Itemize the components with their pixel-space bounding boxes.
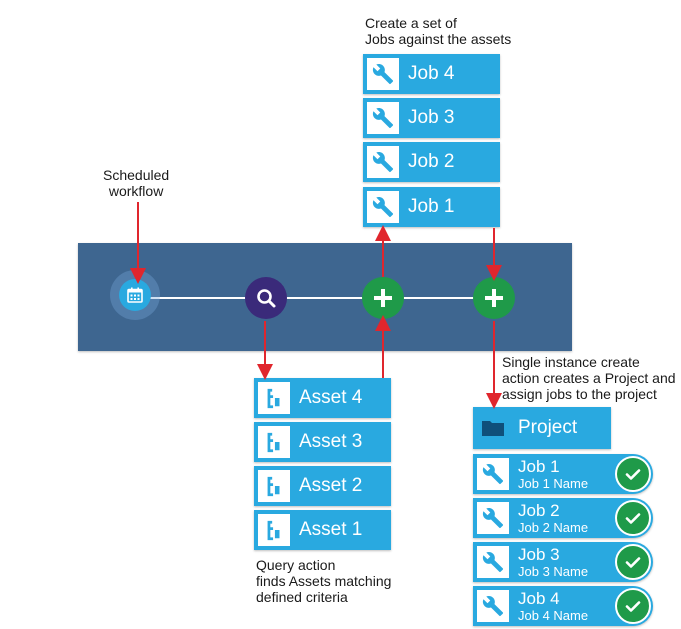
plus-icon bbox=[374, 289, 392, 307]
project-job-text: Job 1 Job 1 Name bbox=[518, 458, 588, 490]
project-job-text: Job 3 Job 3 Name bbox=[518, 546, 588, 578]
query-note-line-1: Query action bbox=[256, 557, 336, 573]
job-card[interactable]: Job 2 bbox=[363, 142, 500, 182]
project-job-name: Job 1 Name bbox=[518, 476, 589, 491]
project-job-name: Job 4 Name bbox=[518, 608, 589, 623]
asset-icon bbox=[258, 470, 290, 502]
single-instance-note-line-2: action creates a Project and bbox=[502, 370, 676, 386]
check-icon bbox=[615, 588, 651, 624]
project-job-card[interactable]: Job 4 Job 4 Name bbox=[473, 586, 653, 626]
create-jobs-node[interactable] bbox=[362, 277, 404, 319]
wrench-icon bbox=[367, 191, 399, 223]
project-card[interactable]: Project bbox=[473, 407, 611, 449]
search-icon bbox=[257, 289, 276, 308]
project-job-name: Job 3 Name bbox=[518, 564, 589, 579]
project-job-card[interactable]: Job 1 Job 1 Name bbox=[473, 454, 653, 494]
connector-line bbox=[135, 297, 495, 299]
scheduled-note-line-1: Scheduled bbox=[103, 167, 170, 183]
job-label: Job 3 bbox=[408, 107, 455, 128]
plus-icon bbox=[485, 289, 503, 307]
create-project-node[interactable] bbox=[473, 277, 515, 319]
scheduled-workflow-node[interactable] bbox=[119, 279, 151, 311]
asset-icon bbox=[258, 514, 290, 546]
project-job-card[interactable]: Job 2 Job 2 Name bbox=[473, 498, 653, 538]
project-label: Project bbox=[518, 417, 578, 438]
wrench-icon bbox=[477, 502, 509, 534]
job-card[interactable]: Job 4 bbox=[363, 54, 500, 94]
job-label: Job 2 bbox=[408, 151, 455, 172]
wrench-icon bbox=[477, 546, 509, 578]
check-icon bbox=[615, 544, 651, 580]
query-note-line-2: finds Assets matching bbox=[256, 573, 392, 589]
single-instance-note-line-3: assign jobs to the project bbox=[502, 386, 657, 402]
create-jobs-note-line-1: Create a set of bbox=[365, 15, 457, 31]
project-job-title: Job 1 bbox=[518, 457, 560, 476]
project-job-name: Job 2 Name bbox=[518, 520, 589, 535]
asset-icon bbox=[258, 426, 290, 458]
job-label: Job 4 bbox=[408, 63, 455, 84]
query-node[interactable] bbox=[245, 277, 287, 319]
wrench-icon bbox=[367, 58, 399, 90]
project-job-title: Job 2 bbox=[518, 501, 560, 520]
project-job-card[interactable]: Job 3 Job 3 Name bbox=[473, 542, 653, 582]
query-note-line-3: defined criteria bbox=[256, 589, 348, 605]
single-instance-note-line-1: Single instance create bbox=[502, 354, 640, 370]
asset-label: Asset 2 bbox=[299, 475, 363, 496]
wrench-icon bbox=[477, 590, 509, 622]
scheduled-note: Scheduled workflow bbox=[103, 167, 169, 199]
job-card[interactable]: Job 1 bbox=[363, 187, 500, 227]
folder-icon bbox=[477, 412, 509, 444]
asset-card[interactable]: Asset 1 bbox=[254, 510, 391, 550]
asset-card[interactable]: Asset 3 bbox=[254, 422, 391, 462]
project-job-text: Job 4 Job 4 Name bbox=[518, 590, 588, 622]
project-job-text: Job 2 Job 2 Name bbox=[518, 502, 588, 534]
wrench-icon bbox=[477, 458, 509, 490]
job-card[interactable]: Job 3 bbox=[363, 98, 500, 138]
scheduled-note-line-2: workflow bbox=[108, 183, 164, 199]
asset-label: Asset 3 bbox=[299, 431, 363, 452]
check-icon bbox=[615, 456, 651, 492]
wrench-icon bbox=[367, 146, 399, 178]
create-jobs-note: Create a set of Jobs against the assets bbox=[365, 15, 511, 47]
project-job-title: Job 4 bbox=[518, 589, 560, 608]
asset-label: Asset 4 bbox=[299, 387, 363, 408]
project-job-title: Job 3 bbox=[518, 545, 560, 564]
job-label: Job 1 bbox=[408, 196, 455, 217]
wrench-icon bbox=[367, 102, 399, 134]
create-jobs-note-line-2: Jobs against the assets bbox=[365, 31, 512, 47]
asset-icon bbox=[258, 382, 290, 414]
asset-card[interactable]: Asset 2 bbox=[254, 466, 391, 506]
asset-card[interactable]: Asset 4 bbox=[254, 378, 391, 418]
query-note: Query action finds Assets matching defin… bbox=[256, 557, 391, 605]
calendar-icon bbox=[127, 287, 143, 303]
check-icon bbox=[615, 500, 651, 536]
asset-label: Asset 1 bbox=[299, 519, 363, 540]
single-instance-note: Single instance create action creates a … bbox=[502, 354, 676, 402]
